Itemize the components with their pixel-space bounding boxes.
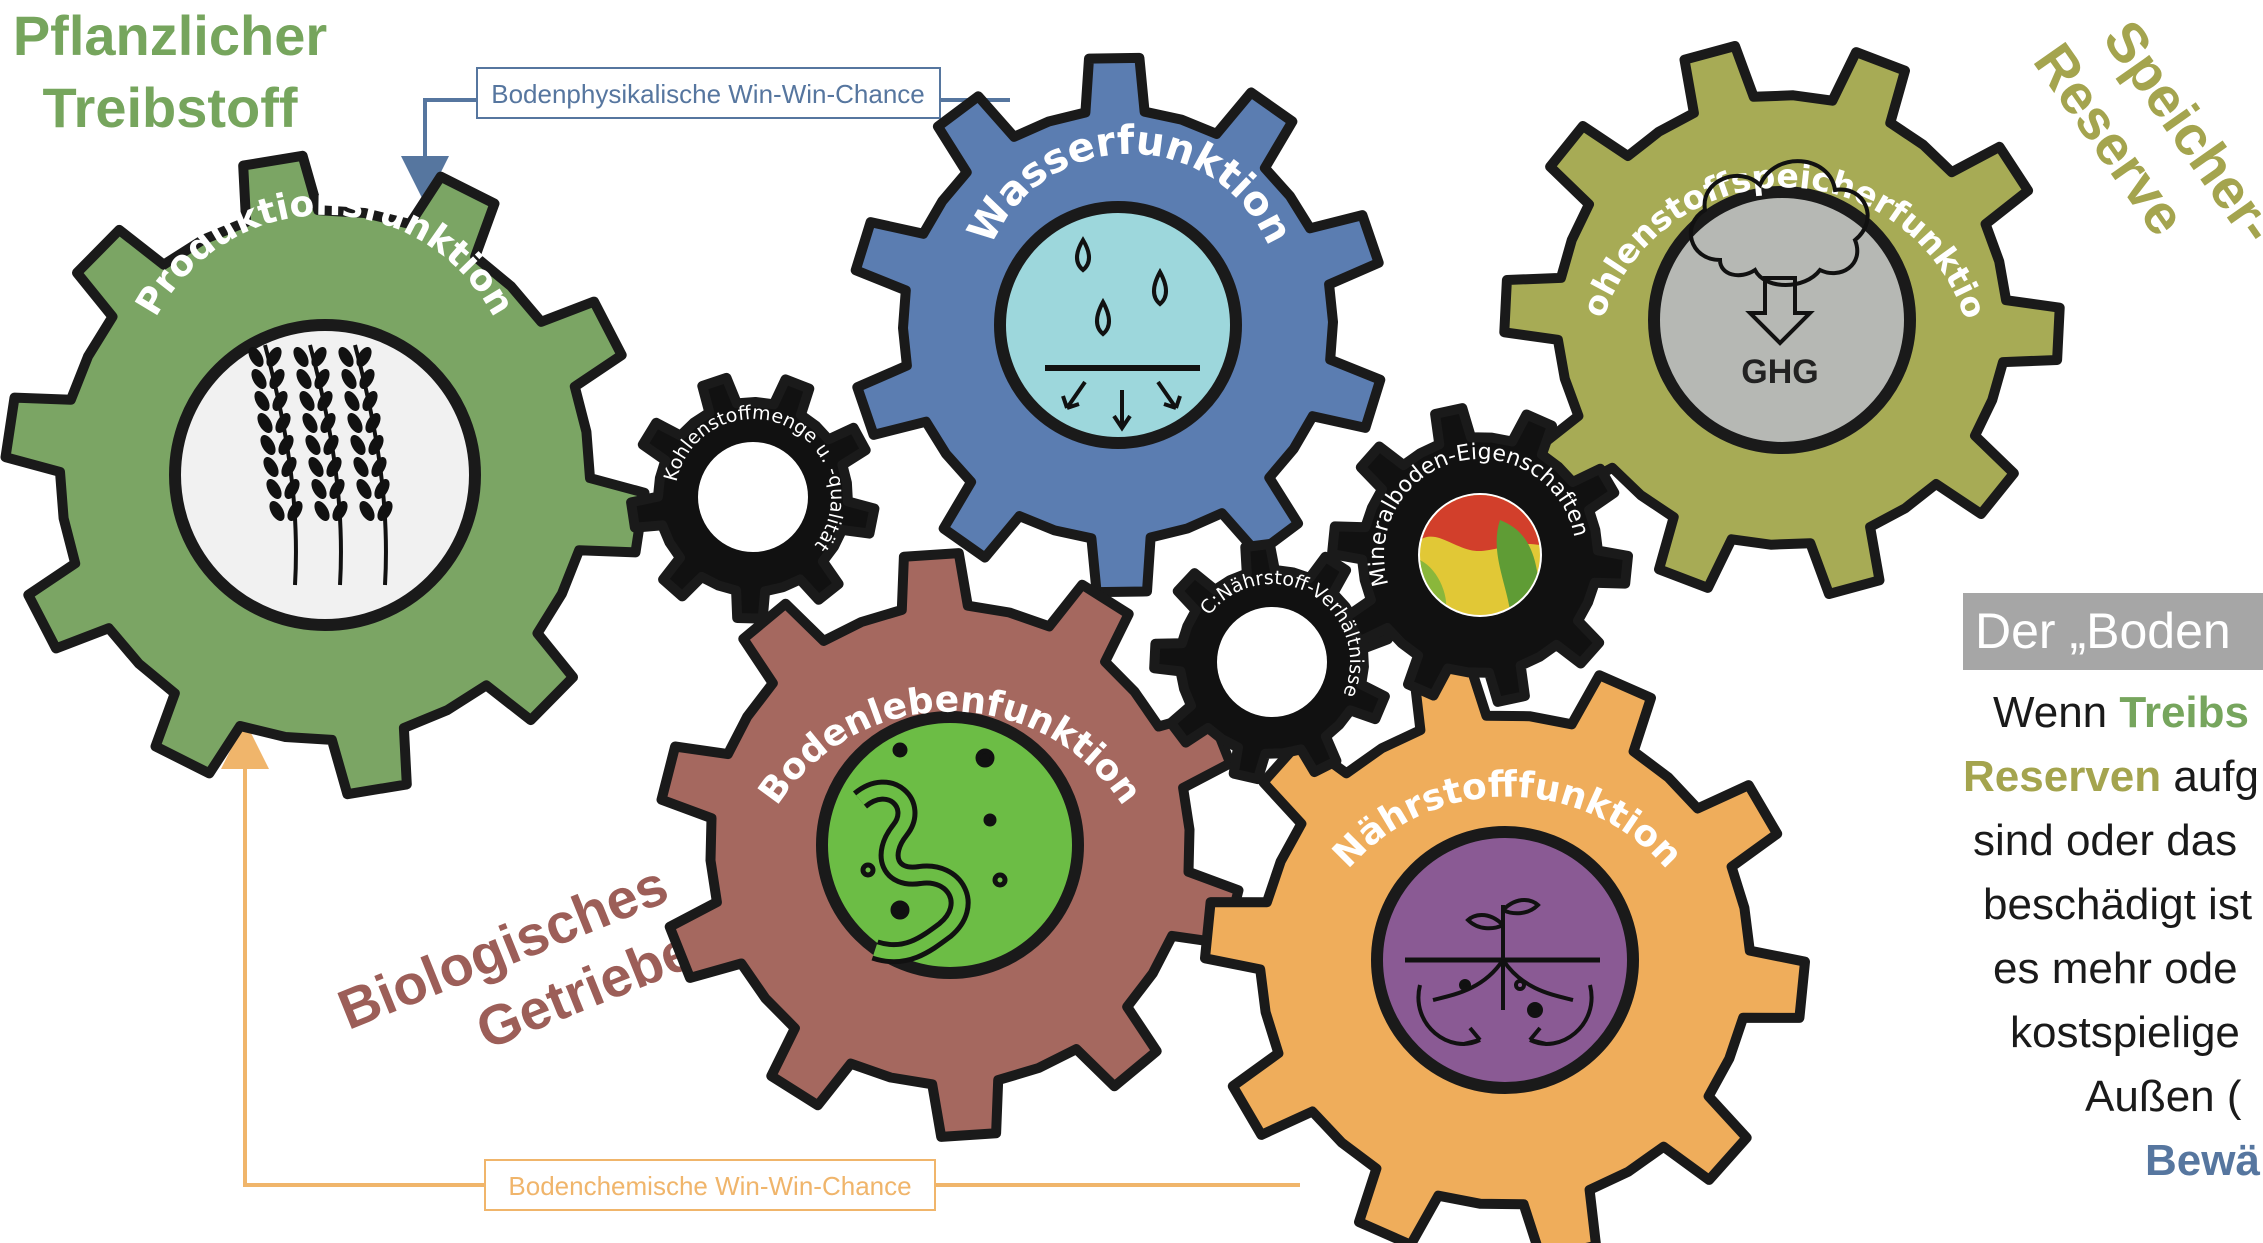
panel-line-7: Außen (: [2085, 1072, 2242, 1121]
wheat-grain: [260, 435, 276, 455]
wheat-grain: [272, 391, 288, 411]
wheat-grain: [353, 457, 369, 477]
wheat-grain: [356, 347, 372, 367]
wheat-grain: [350, 435, 366, 455]
wheat-grain: [257, 413, 273, 433]
wheat-grain: [248, 347, 264, 367]
earthworm-icon: [852, 742, 1008, 965]
panel-line-2: Reserven aufg: [1963, 752, 2259, 802]
label-box-bodenphysikalisch: [476, 67, 941, 119]
wheat-grain: [266, 479, 282, 499]
panel-highlight-bewaesserung: Bewä: [2145, 1136, 2260, 1185]
greenhouse-gas-icon: GHG: [1688, 159, 1870, 391]
wheat-grain: [356, 479, 372, 499]
wheat-grain: [320, 413, 336, 433]
wheat-grain: [317, 391, 333, 411]
wheat-grain: [311, 347, 327, 367]
wheat-grain: [329, 479, 345, 499]
wheat-grain: [314, 369, 330, 389]
wheat-grain: [368, 435, 384, 455]
panel-highlight-treibstoff: Treibs: [2119, 688, 2249, 737]
wheat-grain: [305, 435, 321, 455]
wheat-icon: [248, 344, 393, 586]
wheat-grain: [269, 501, 285, 521]
gear-produktion-hub: [169, 319, 481, 631]
wheat-grain: [269, 369, 285, 389]
panel-line-1-text: Wenn: [1993, 688, 2120, 737]
wheat-grain: [323, 435, 339, 455]
wheat-grain: [338, 347, 354, 367]
wheat-grain: [275, 413, 291, 433]
panel-line-6: kostspielige: [2010, 1008, 2240, 1057]
wheat-grain: [278, 435, 294, 455]
panel-line-2-text: aufg: [2161, 752, 2260, 801]
wheat-grain: [308, 457, 324, 477]
wheat-grain: [332, 501, 348, 521]
gear-produktion: [0, 150, 650, 800]
mineral-soil-icon: [1420, 495, 1540, 615]
wheat-grain: [362, 391, 378, 411]
wheat-grain: [299, 391, 315, 411]
wheat-grain: [302, 413, 318, 433]
panel-line-5: es mehr ode: [1993, 944, 2238, 993]
wheat-grain: [341, 369, 357, 389]
panel-title: Der „Boden: [1963, 593, 2263, 670]
label-bodenchemisch: Bodenchemische Win-Win-Chance: [508, 1171, 911, 1201]
wheat-grain: [281, 457, 297, 477]
small-gear-cn-hub: [1217, 607, 1327, 717]
wheat-grain: [251, 369, 267, 389]
wheat-grain: [359, 501, 375, 521]
panel-line-4: beschädigt ist: [1983, 880, 2253, 929]
small-gear-kohlenstoffmenge-hub: [698, 442, 808, 552]
wheat-grain: [377, 501, 393, 521]
wheat-grain: [311, 479, 327, 499]
wheat-grain: [326, 457, 342, 477]
label-box-bodenchemisch: [484, 1159, 936, 1211]
panel-line-1: Wenn Treibs: [1993, 688, 2249, 738]
wheat-grain: [374, 479, 390, 499]
wheat-grain: [284, 479, 300, 499]
panel-line-3: sind oder das: [1973, 816, 2238, 865]
wheat-grain: [287, 501, 303, 521]
gear-kohlenstoff-hub: [1648, 186, 1916, 454]
heading-treibstoff-line2: Treibstoff: [42, 76, 297, 139]
wheat-grain: [263, 457, 279, 477]
wheat-grain: [254, 391, 270, 411]
gear-wasser-hub: [994, 201, 1242, 449]
ghg-label: GHG: [1741, 353, 1818, 391]
wheat-grain: [344, 391, 360, 411]
wheat-grain: [266, 347, 282, 367]
panel-highlight-reserven: Reserven: [1963, 752, 2162, 801]
small-gear-kohlenstoffmenge: [626, 372, 880, 624]
small-gear-cn: [1149, 539, 1393, 785]
wheat-grain: [371, 457, 387, 477]
water-icon: [1045, 236, 1200, 432]
wheat-grain: [314, 501, 330, 521]
wheat-grain: [359, 369, 375, 389]
wheat-grain: [365, 413, 381, 433]
arrow-bodenchemisch-line: [245, 745, 1300, 1187]
gear-wasser: [850, 52, 1386, 598]
wheat-grain: [293, 347, 309, 367]
wheat-grain: [347, 413, 363, 433]
heading-treibstoff-line1: Pflanzlicher: [13, 4, 327, 67]
gear-kohlenstoff: [1499, 41, 2065, 599]
wheat-grain: [296, 369, 312, 389]
label-bodenphysikalisch: Bodenphysikalische Win-Win-Chance: [491, 79, 925, 109]
plant-roots-icon: [1405, 898, 1600, 1046]
